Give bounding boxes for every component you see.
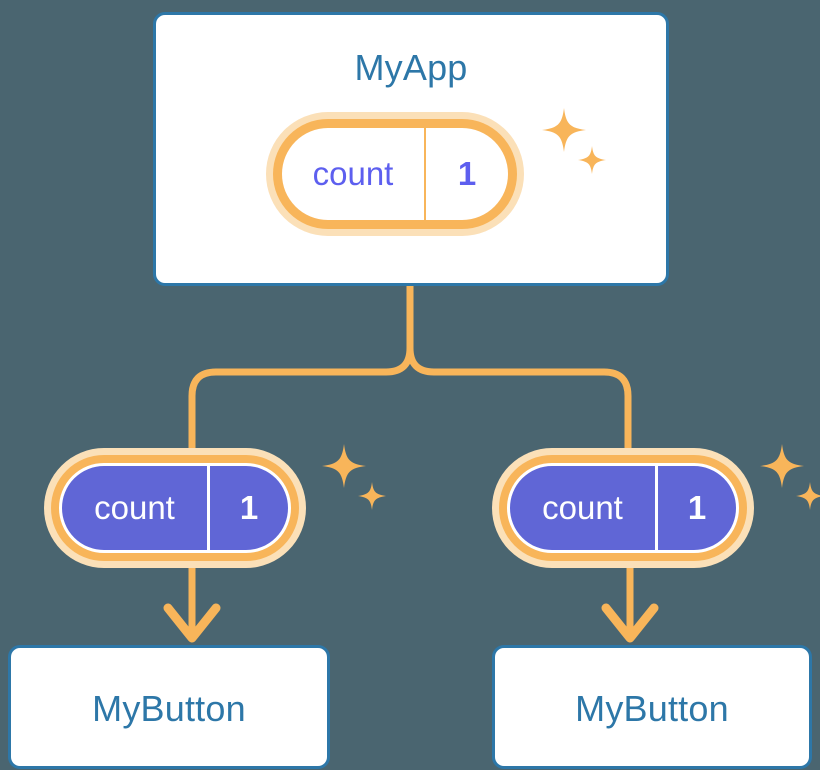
state-pill-key: count	[282, 128, 426, 220]
pill-ring: count 1	[273, 119, 517, 229]
pill-halo: count 1	[44, 448, 306, 568]
state-pill-value: 1	[457, 155, 477, 192]
component-title-mybutton-right: MyButton	[575, 688, 729, 729]
connector-branch-right	[406, 344, 632, 456]
pill-ring: count 1	[499, 455, 747, 561]
state-pill-key: count	[510, 466, 658, 550]
sparkle-large	[760, 444, 804, 488]
sparkle-icon-branch-right	[758, 440, 820, 525]
component-title-mybutton-left: MyButton	[92, 688, 246, 729]
pill-halo: count 1	[492, 448, 754, 568]
pill-ring: count 1	[51, 455, 299, 561]
arrow-down-icon-right	[601, 562, 659, 643]
component-box-mybutton-right[interactable]: MyButton	[492, 645, 812, 769]
sparkle-small	[358, 482, 386, 510]
component-title-myapp: MyApp	[354, 47, 468, 88]
sparkle-icon-branch-left	[320, 440, 390, 525]
pill-body: count 1	[507, 463, 739, 553]
state-pill-key: count	[62, 466, 210, 550]
sparkle-small	[796, 482, 820, 510]
pill-halo: count 1	[266, 112, 524, 236]
connector-branch-left	[188, 344, 414, 456]
state-pill-value: 1	[687, 489, 707, 526]
sparkle-large	[322, 444, 366, 488]
component-box-mybutton-left[interactable]: MyButton	[8, 645, 330, 769]
state-pill-branch-left[interactable]: count 1	[44, 448, 306, 568]
pill-body: count 1	[59, 463, 291, 553]
state-pill-value: 1	[239, 489, 259, 526]
pill-body: count 1	[282, 128, 508, 220]
state-pill-myapp[interactable]: count 1	[266, 112, 524, 236]
state-pill-branch-right[interactable]: count 1	[492, 448, 754, 568]
arrow-down-icon-left	[163, 562, 221, 643]
